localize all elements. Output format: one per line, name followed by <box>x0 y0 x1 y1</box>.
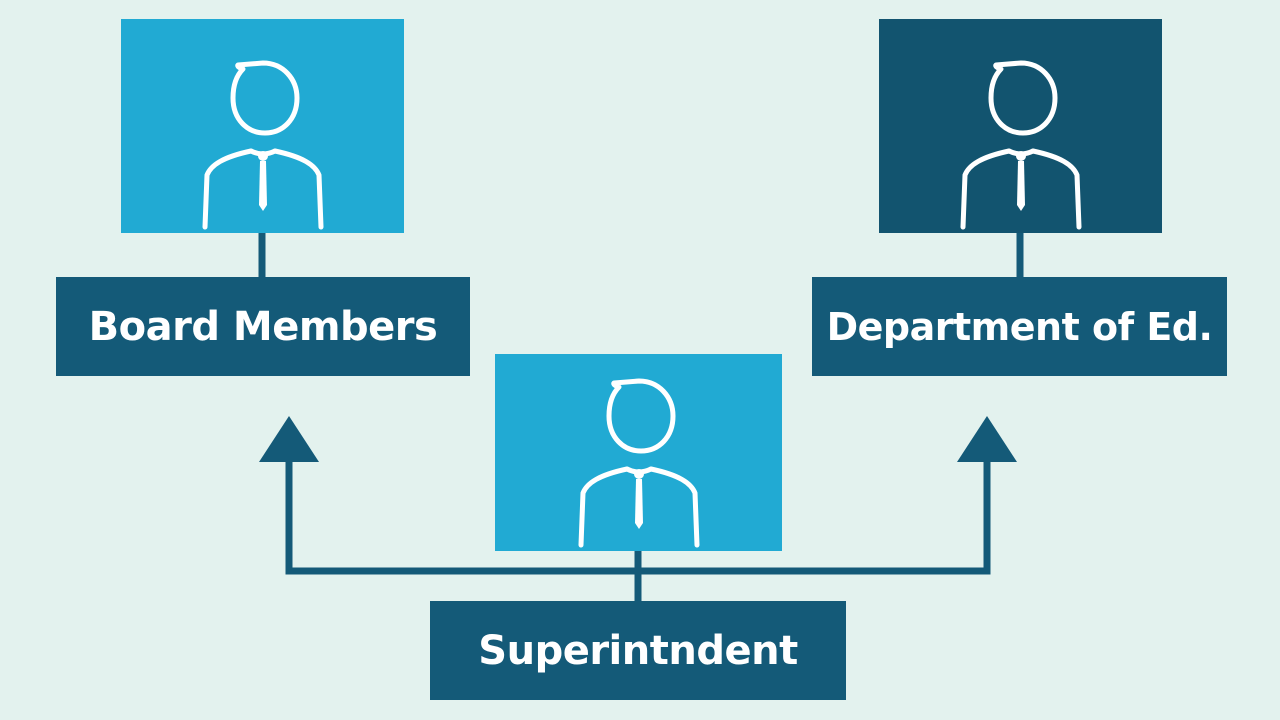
person-icon <box>960 60 1081 230</box>
person-icon <box>202 60 323 230</box>
board-members-node <box>121 19 404 233</box>
department-node <box>879 19 1162 233</box>
person-icon <box>578 378 699 548</box>
arrowhead-up-icon <box>259 416 319 462</box>
department-label: Department of Ed. <box>812 277 1227 376</box>
superintendent-label: Superintndent <box>430 601 846 700</box>
arrowhead-up-icon <box>957 416 1017 462</box>
connector-sup-to-dept <box>638 455 991 575</box>
superintendent-node <box>495 354 782 551</box>
connector-sup-to-board <box>285 455 638 575</box>
board-members-label: Board Members <box>56 277 470 376</box>
